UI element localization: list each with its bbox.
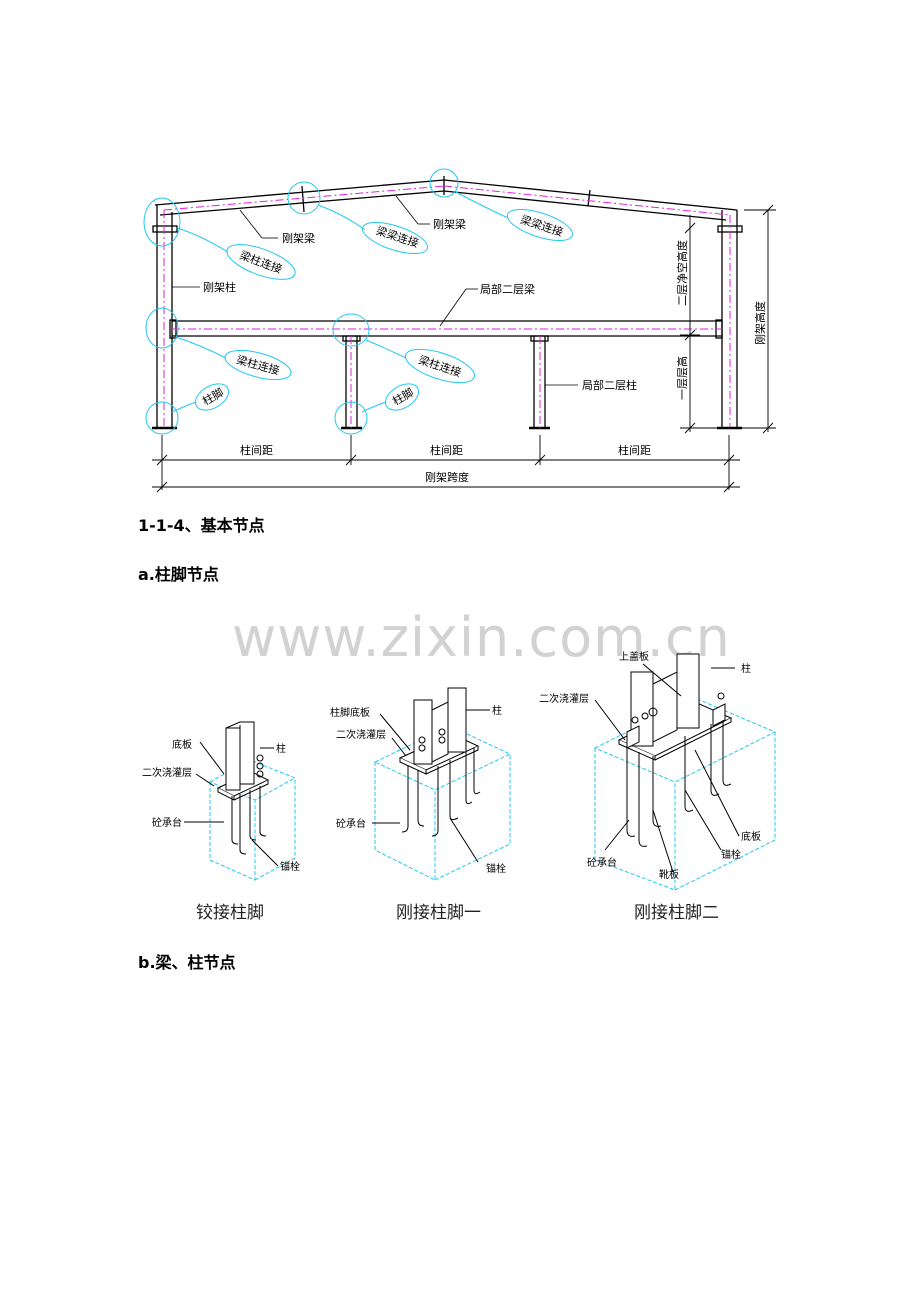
hinged-label-grout: 二次浇灌层 [142,766,192,779]
label-column-spacing-2: 柱间距 [430,443,463,457]
rigid2-label-top-cover: 上盖板 [619,650,649,663]
label-column-spacing-1: 柱间距 [240,443,273,457]
label-beam-column-connection-1: 梁柱连接 [238,248,284,276]
hinged-label-pile-cap: 砼承台 [152,816,182,829]
label-frame-span: 刚架跨度 [425,470,469,484]
caption-rigid-column-foot-1: 刚接柱脚一 [396,903,481,923]
rigid-column-foot-2-detail: 上盖板 柱 二次浇灌层 底板 锚栓 砼承台 靴板 [539,650,777,890]
rigid1-label-anchor-bolt: 锚栓 [486,862,506,875]
hinged-label-column: 柱 [276,742,286,755]
label-frame-height: 刚架高度 [753,301,767,345]
label-second-floor-clear-height: 二层净空高度 [675,240,689,306]
label-column-foot-2: 柱脚 [390,385,416,408]
rigid2-label-stiffener: 靴板 [659,868,679,881]
label-beam-column-connection-2: 梁柱连接 [235,353,281,378]
portal-frame-elevation: 刚架梁 刚架梁 刚架柱 局部二层梁 局部二层柱 梁梁连接 梁梁连接 梁柱连接 梁… [143,168,776,493]
label-frame-column: 刚架柱 [203,280,236,294]
rigid2-label-base-plate: 底板 [741,830,761,843]
subheading-beam-column: b.梁、柱节点 [138,953,236,972]
section-heading: 1-1-4、基本节点 [138,516,265,535]
label-column-foot-1: 柱脚 [200,385,226,408]
hinged-column-foot-detail: 底板 二次浇灌层 柱 砼承台 锚栓 [142,721,300,881]
label-beam-column-connection-3: 梁柱连接 [417,353,463,380]
hinged-label-base-plate: 底板 [172,738,192,751]
rigid2-label-anchor-bolt: 锚栓 [721,848,741,861]
label-column-spacing-3: 柱间距 [618,443,651,457]
caption-hinged-column-foot: 铰接柱脚 [196,903,264,923]
label-first-floor-height: 一层层高 [675,356,689,400]
caption-rigid-column-foot-2: 刚接柱脚二 [634,903,719,923]
rigid1-label-pile-cap: 砼承台 [336,817,366,830]
label-beam-beam-connection-2: 梁梁连接 [519,212,565,239]
rigid2-label-column: 柱 [741,662,751,675]
rigid-column-foot-1-detail: 柱脚底板 二次浇灌层 柱 砼承台 锚栓 [330,687,512,881]
rigid1-label-base-plate: 柱脚底板 [330,706,370,719]
label-second-floor-beam: 局部二层梁 [480,282,535,296]
rigid2-label-pile-cap: 砼承台 [587,856,617,869]
watermark: www.zixin.com.cn [232,606,731,669]
label-frame-beam-2: 刚架梁 [433,217,466,231]
subheading-column-foot: a.柱脚节点 [138,565,219,584]
label-frame-beam: 刚架梁 [282,231,315,245]
rigid1-label-column: 柱 [492,704,502,717]
hinged-label-anchor-bolt: 锚栓 [280,860,300,873]
label-second-floor-column: 局部二层柱 [582,378,637,392]
rigid2-label-grout: 二次浇灌层 [539,692,589,705]
rigid1-label-grout: 二次浇灌层 [336,728,386,741]
